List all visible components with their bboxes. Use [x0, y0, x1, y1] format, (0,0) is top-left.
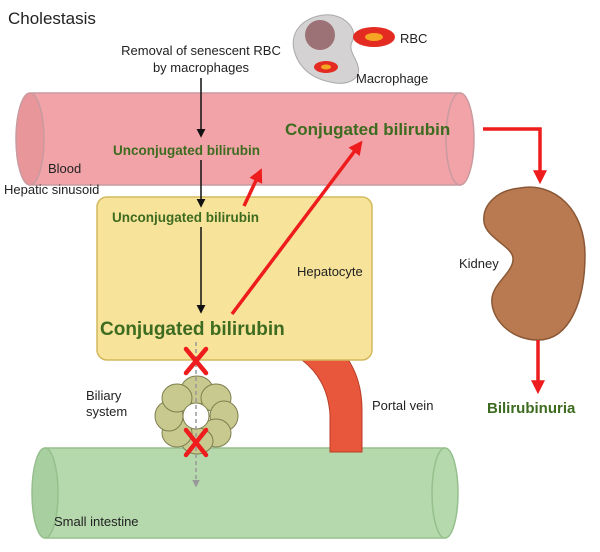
removal-label-line2: by macrophages — [153, 60, 250, 75]
portal-vein-label: Portal vein — [372, 398, 433, 413]
blood-vessel — [15, 92, 475, 186]
conjugated-reflux-arrow — [230, 140, 363, 316]
biliary-label-line2: system — [86, 404, 127, 419]
blood-to-kidney-arrow — [483, 127, 547, 185]
diagram-title: Cholestasis — [8, 9, 96, 28]
conjugated-bilirubin-hepatocyte: Conjugated bilirubin — [100, 319, 285, 340]
hepatocyte — [96, 196, 373, 361]
rbc — [353, 27, 395, 47]
small-intestine-label: Small intestine — [54, 514, 139, 529]
bilirubinuria-label: Bilirubinuria — [487, 400, 576, 417]
macrophage-label: Macrophage — [356, 71, 428, 86]
conjugated-bilirubin-blood: Conjugated bilirubin — [285, 120, 450, 139]
unconjugated-reflux-arrow — [242, 168, 263, 207]
blood-label: Blood — [48, 161, 81, 176]
kidney — [483, 186, 586, 341]
removal-label-line1: Removal of senescent RBC — [121, 43, 281, 58]
rbc-label: RBC — [400, 31, 427, 46]
unconjugated-bilirubin-hepatocyte: Unconjugated bilirubin — [112, 210, 259, 225]
hepatocyte-label: Hepatocyte — [297, 264, 363, 279]
portal-vein — [301, 344, 363, 453]
red-x-icon — [183, 346, 209, 376]
biliary-label-line1: Biliary — [86, 388, 122, 403]
hepatic-sinusoid-label: Hepatic sinusoid — [4, 182, 99, 197]
macrophage — [292, 14, 360, 84]
small-intestine — [31, 447, 459, 539]
kidney-label: Kidney — [459, 256, 499, 271]
unconjugated-bilirubin-blood: Unconjugated bilirubin — [113, 143, 260, 158]
red-x-icon — [183, 427, 209, 458]
